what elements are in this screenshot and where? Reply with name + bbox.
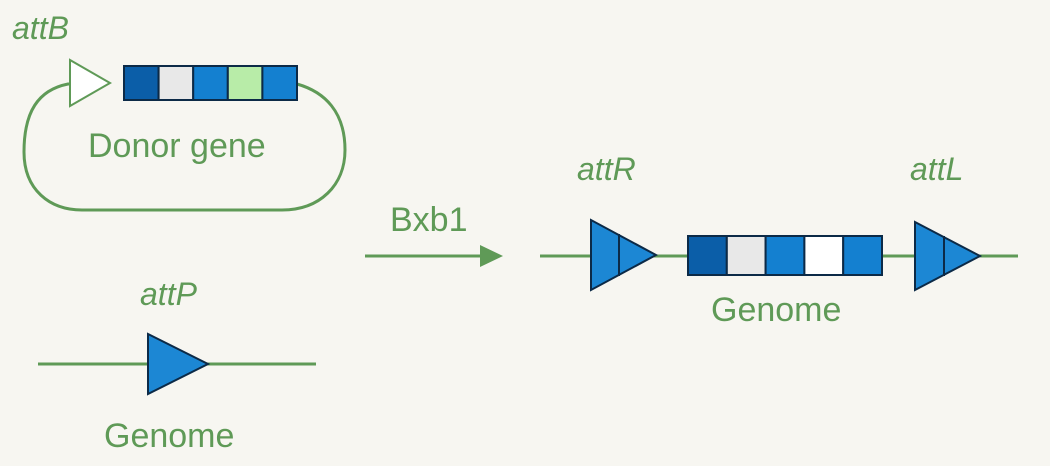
attp-site-icon (147, 332, 211, 396)
attb-label: attB (12, 10, 69, 46)
bxb1-label: Bxb1 (390, 201, 468, 239)
donor-gene-segment-1 (123, 65, 160, 101)
attb-site-icon (69, 58, 113, 108)
integrated-gene-segment-1 (687, 235, 728, 276)
donor-gene-segment-5 (261, 65, 298, 101)
donor-gene-label: Donor gene (88, 127, 266, 165)
attl-site-icon (914, 220, 983, 292)
donor-gene-segment-4 (226, 65, 264, 101)
integrated-gene-segment-3 (764, 235, 806, 276)
genome-right-label: Genome (711, 291, 842, 329)
integrated-gene-cassette (687, 235, 884, 276)
integrated-gene-segment-4 (803, 235, 845, 276)
attr-label: attR (577, 151, 636, 187)
attp-label: attP (140, 276, 197, 312)
donor-gene-segment-3 (192, 65, 229, 101)
attl-label: attL (910, 151, 964, 187)
donor-gene-segment-2 (157, 65, 195, 101)
integrated-gene-segment-2 (725, 235, 767, 276)
donor-gene-cassette (123, 65, 298, 101)
integrated-gene-segment-5 (842, 235, 884, 276)
genome-left-label: Genome (104, 417, 235, 455)
reaction-arrow-head-icon (480, 245, 503, 267)
plasmid-loop (22, 82, 347, 212)
attr-site-icon (590, 218, 659, 292)
